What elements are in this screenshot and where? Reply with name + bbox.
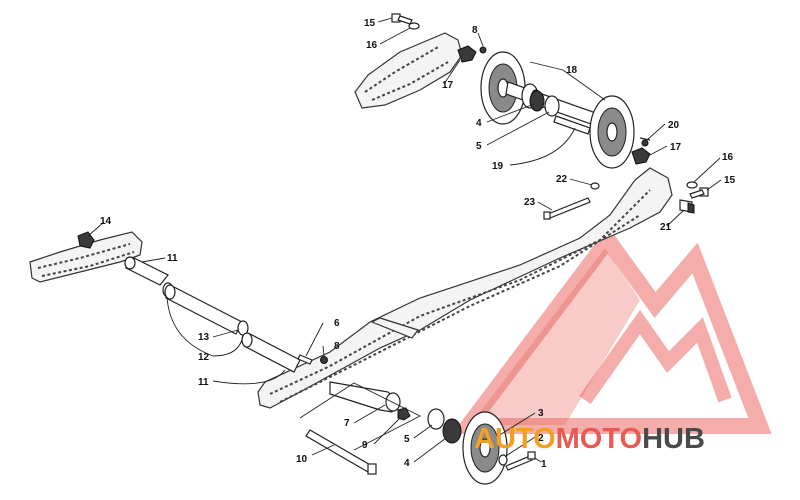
callout-8: 8 bbox=[472, 25, 478, 36]
callout-5: 5 bbox=[404, 434, 410, 445]
callout-15: 15 bbox=[724, 175, 736, 186]
brand-moto-text: MOTO bbox=[556, 423, 642, 455]
brand-hub-text: HUB bbox=[642, 423, 705, 455]
callout-1: 1 bbox=[541, 459, 547, 470]
callout-10: 10 bbox=[296, 454, 308, 465]
callout-21: 21 bbox=[660, 222, 672, 233]
callout-18: 18 bbox=[566, 65, 578, 76]
callout-17: 17 bbox=[670, 142, 682, 153]
callout-3: 3 bbox=[538, 408, 544, 419]
cross-shaft-assembly bbox=[77, 231, 328, 373]
brand-auto-text: AUTO bbox=[474, 423, 556, 455]
callout-4: 4 bbox=[404, 458, 410, 469]
callout-8: 8 bbox=[334, 341, 340, 352]
callout-11: 11 bbox=[167, 253, 178, 264]
idler-wheel-assembly-top bbox=[480, 51, 635, 169]
watermark-brand: AUTOMOTOHUB bbox=[474, 423, 705, 455]
callout-6: 6 bbox=[334, 318, 340, 329]
callout-19: 19 bbox=[492, 161, 504, 172]
svg-text:AUTOMOTOHUB: AUTOMOTOHUB bbox=[474, 423, 705, 455]
callout-22: 22 bbox=[556, 174, 568, 185]
triangle-m-logo bbox=[451, 226, 772, 434]
callout-16: 16 bbox=[366, 40, 378, 51]
top-hardware bbox=[391, 13, 709, 220]
leader-lines bbox=[87, 17, 722, 463]
callout-labels: 15 16 8 17 18 4 5 19 20 17 16 15 22 23 2… bbox=[100, 18, 736, 470]
callout-13: 13 bbox=[198, 332, 210, 343]
callout-12: 12 bbox=[198, 352, 210, 363]
idler-wheel-assembly-bottom bbox=[305, 381, 536, 485]
callout-14: 14 bbox=[100, 216, 112, 227]
callout-9: 9 bbox=[362, 440, 368, 451]
callout-23: 23 bbox=[524, 197, 536, 208]
callout-7: 7 bbox=[344, 418, 350, 429]
callout-11: 11 bbox=[198, 377, 209, 388]
callout-20: 20 bbox=[668, 120, 680, 131]
main-slide-rail bbox=[257, 167, 673, 409]
callout-15: 15 bbox=[364, 18, 376, 29]
callout-17: 17 bbox=[442, 80, 454, 91]
callout-2: 2 bbox=[538, 433, 544, 444]
callout-5: 5 bbox=[476, 141, 482, 152]
callout-4: 4 bbox=[476, 118, 482, 129]
callout-16: 16 bbox=[722, 152, 734, 163]
